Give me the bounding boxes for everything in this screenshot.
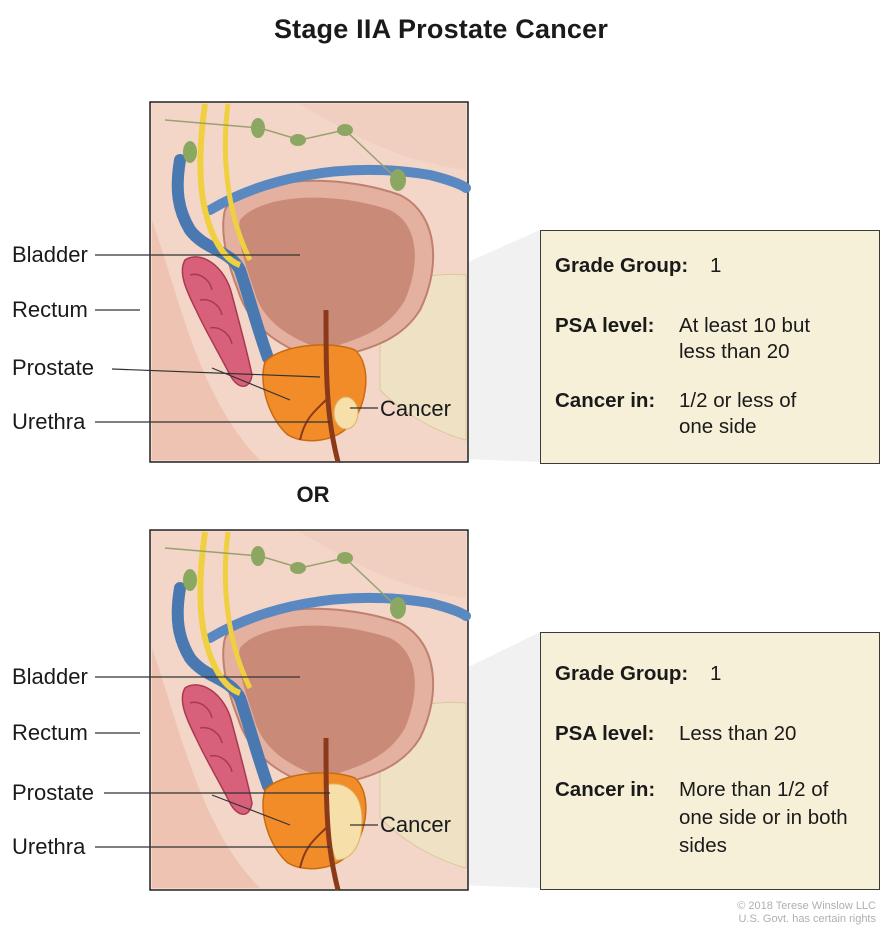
cancer-in-key: Cancer in:	[555, 777, 655, 803]
label-cancer: Cancer	[380, 812, 451, 838]
copyright-notice: © 2018 Terese Winslow LLC U.S. Govt. has…	[737, 900, 876, 926]
label-urethra: Urethra	[12, 409, 85, 435]
lymph-node	[183, 141, 197, 163]
label-urethra: Urethra	[12, 834, 85, 860]
label-cancer: Cancer	[380, 396, 451, 422]
grade-group-value: 1	[710, 661, 721, 687]
cancer-in-line1: 1/2 or less of	[679, 388, 796, 414]
label-rectum: Rectum	[12, 297, 88, 323]
psa-value-line1: Less than 20	[679, 721, 796, 747]
psa-value-line2: less than 20	[679, 339, 790, 365]
grade-group-value: 1	[710, 253, 721, 279]
label-prostate: Prostate	[12, 780, 94, 806]
info-box-bottom: Grade Group: 1 PSA level: Less than 20 C…	[540, 632, 880, 890]
cancer-in-line3: sides	[679, 833, 727, 859]
cancer-in-line2: one side	[679, 414, 757, 440]
psa-value-line1: At least 10 but	[679, 313, 810, 339]
stage-panel-bottom: Bladder Rectum Prostate Urethra Cancer G…	[0, 520, 882, 890]
label-bladder: Bladder	[12, 664, 88, 690]
psa-key: PSA level:	[555, 721, 655, 747]
grade-group-key: Grade Group:	[555, 661, 688, 687]
copyright-line1: © 2018 Terese Winslow LLC	[737, 900, 876, 913]
or-separator: OR	[283, 482, 343, 508]
psa-key: PSA level:	[555, 313, 655, 339]
lymph-node	[183, 569, 197, 591]
label-prostate: Prostate	[12, 355, 94, 381]
grade-group-key: Grade Group:	[555, 253, 688, 279]
label-bladder: Bladder	[12, 242, 88, 268]
cancer-in-line2: one side or in both	[679, 805, 848, 831]
info-box-top: Grade Group: 1 PSA level: At least 10 bu…	[540, 230, 880, 464]
figure-title: Stage IIA Prostate Cancer	[0, 14, 882, 45]
cancer-in-key: Cancer in:	[555, 388, 655, 414]
cancer-in-line1: More than 1/2 of	[679, 777, 828, 803]
label-rectum: Rectum	[12, 720, 88, 746]
tumor	[334, 397, 358, 429]
copyright-line2: U.S. Govt. has certain rights	[737, 913, 876, 926]
stage-panel-top: Bladder Rectum Prostate Urethra Cancer G…	[0, 100, 882, 470]
